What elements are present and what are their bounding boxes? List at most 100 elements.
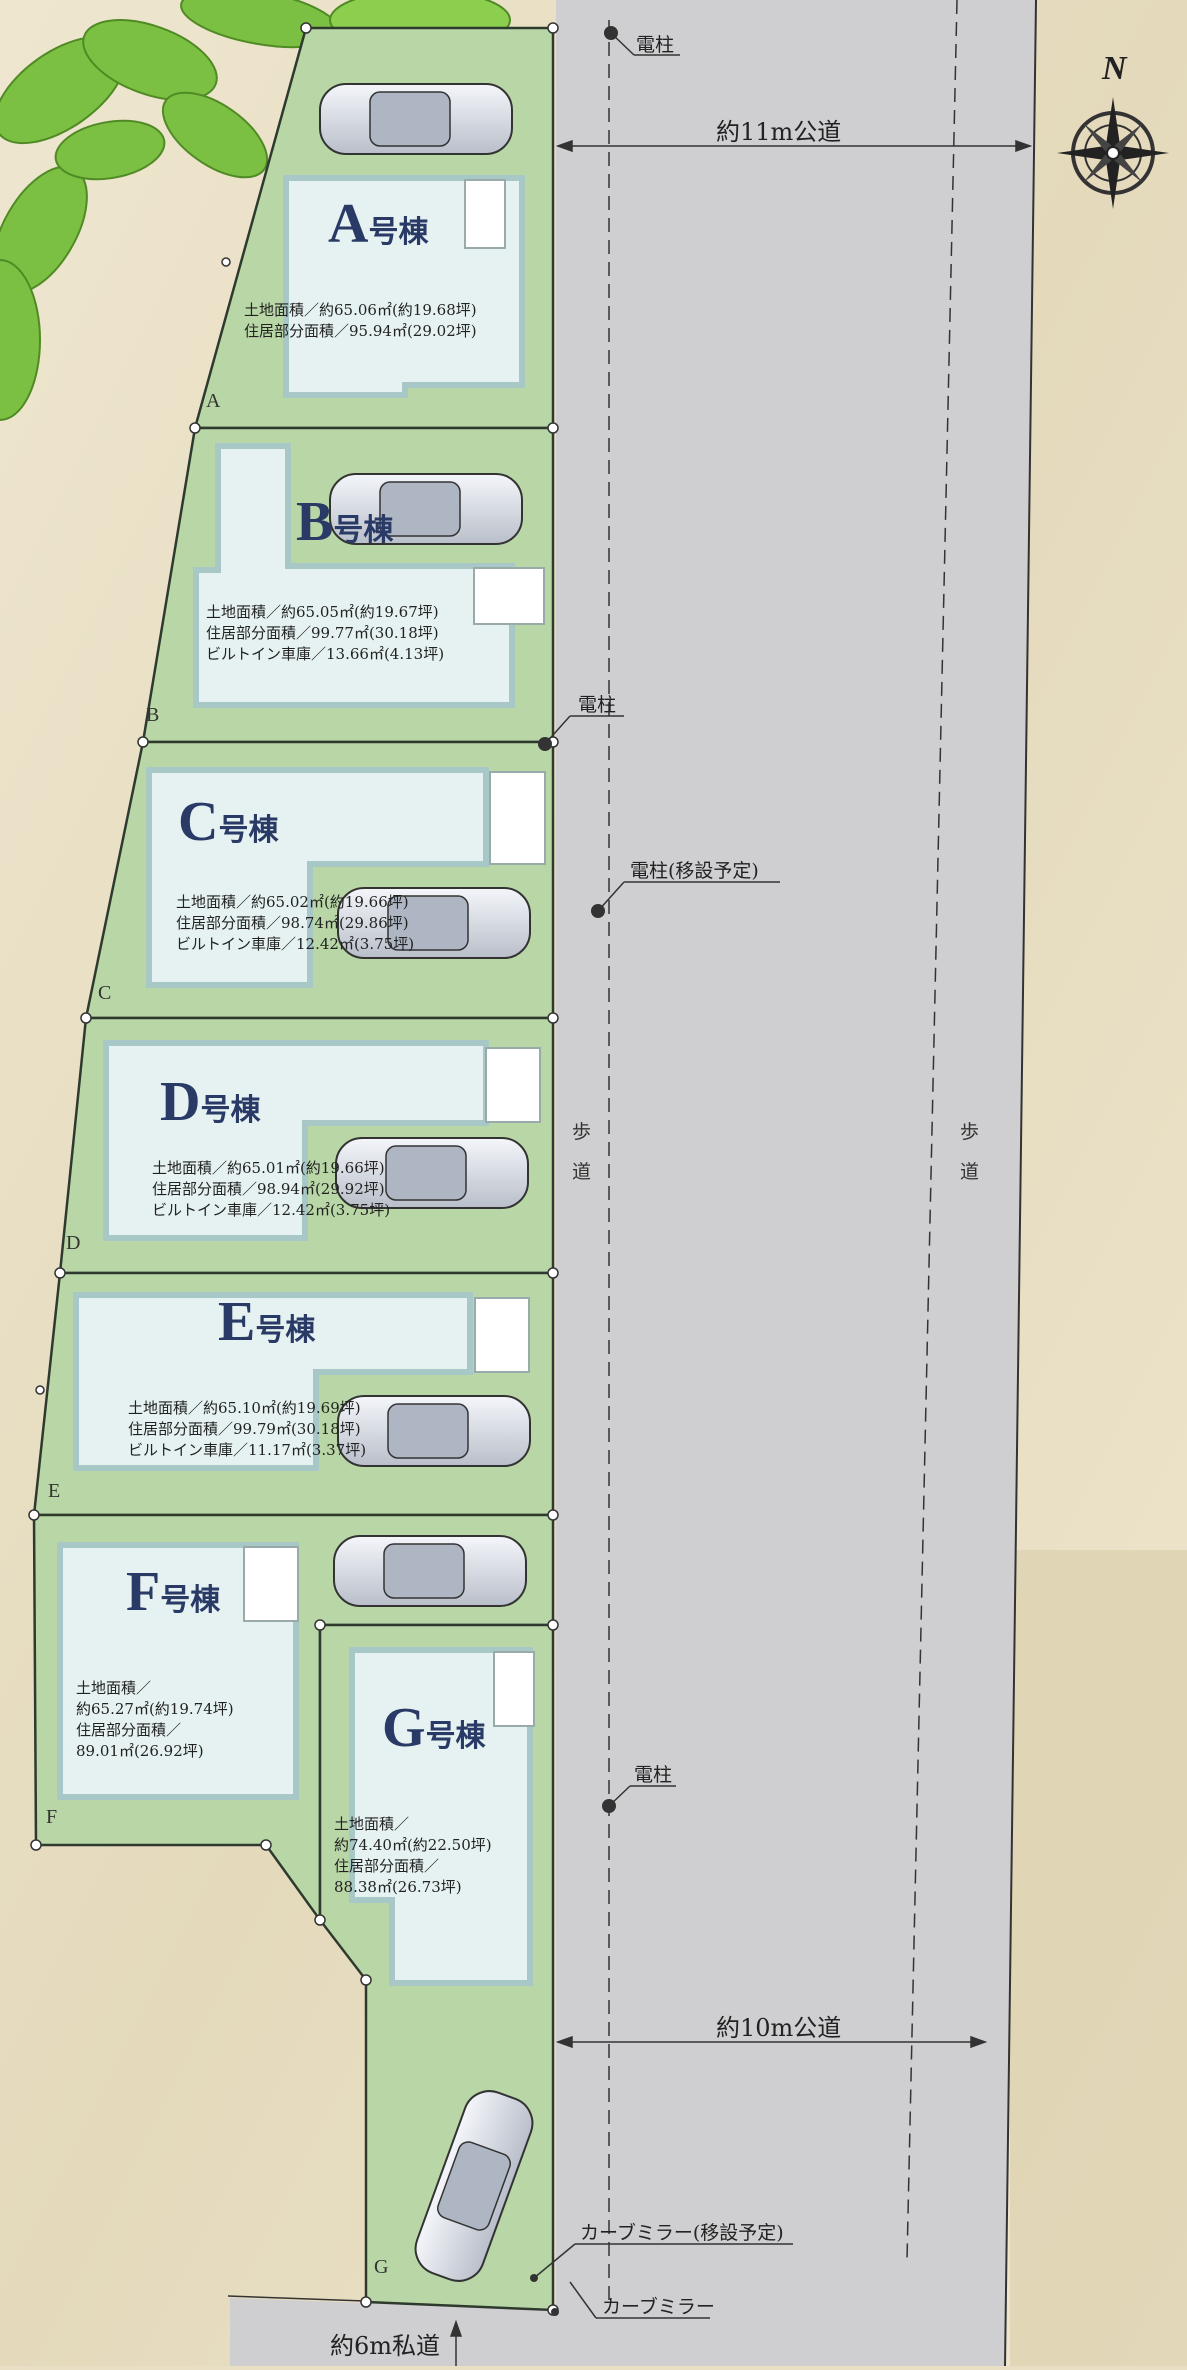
lot-info-d: 土地面積／約65.01㎡(約19.66坪) 住居部分面積／98.94㎡(29.9… <box>152 1158 390 1221</box>
sidewalk-char: 歩 <box>572 1121 592 1143</box>
info-line: 土地面積／約65.02㎡(約19.66坪) <box>176 893 409 911</box>
lot-info-g: 土地面積／ 約74.40㎡(約22.50坪) 住居部分面積／ 88.38㎡(26… <box>334 1814 492 1898</box>
info-line: 住居部分面積／99.79㎡(30.18坪) <box>128 1420 361 1438</box>
dimension-lines <box>449 139 1033 2366</box>
building-g <box>349 1647 533 1986</box>
building-suffix: 号棟 <box>255 1314 316 1347</box>
building-suffix: 号棟 <box>333 514 394 547</box>
building-suffix: 号棟 <box>218 814 279 847</box>
building-letter: F <box>126 1561 161 1623</box>
building-d <box>103 1040 489 1241</box>
paper-texture <box>1010 1550 1187 2366</box>
lot-letter-c: C <box>98 982 112 1004</box>
building-suffix: 号棟 <box>160 1584 221 1617</box>
building-title-a: A号棟 <box>328 192 428 256</box>
building-letter: D <box>160 1071 201 1133</box>
pole-label-top: 電柱 <box>636 34 675 56</box>
sidewalk-char: 道 <box>572 1161 592 1183</box>
info-line: 約65.27㎡(約19.74坪) <box>76 1700 234 1718</box>
info-line: 89.01㎡(26.92坪) <box>76 1742 204 1760</box>
pole-label-mid: 電柱 <box>578 694 617 716</box>
mirror-label-existing: カーブミラー <box>602 2296 715 2318</box>
mirror-icon <box>551 2308 559 2316</box>
car-e <box>337 1395 531 1467</box>
building-suffix: 号棟 <box>425 1720 486 1753</box>
road-width-label-top: 約11m公道 <box>716 118 842 146</box>
info-line: 土地面積／ <box>334 1815 410 1833</box>
building-f <box>57 1542 299 1800</box>
car-f <box>333 1535 527 1607</box>
sidewalk-char: 歩 <box>960 1121 980 1143</box>
building-letter: E <box>218 1291 256 1353</box>
lot-info-b: 土地面積／約65.05㎡(約19.67坪) 住居部分面積／99.77㎡(30.1… <box>206 602 444 665</box>
lot-info-a: 土地面積／約65.06㎡(約19.68坪) 住居部分面積／95.94㎡(29.0… <box>244 300 477 342</box>
info-line: 住居部分面積／99.77㎡(30.18坪) <box>206 624 439 642</box>
info-line: 住居部分面積／98.94㎡(29.92坪) <box>152 1180 385 1198</box>
building-title-c: C号棟 <box>178 790 278 854</box>
info-line: 約74.40㎡(約22.50坪) <box>334 1836 492 1854</box>
sidewalk-line-right <box>906 0 958 2261</box>
info-line: 土地面積／約65.05㎡(約19.67坪) <box>206 603 439 621</box>
utility-poles <box>530 26 793 2319</box>
building-letter: B <box>296 491 334 553</box>
lot-letter-g: G <box>374 2256 389 2278</box>
compass-north-label: N <box>1102 50 1127 87</box>
lot-letter-f: F <box>46 1806 58 1828</box>
building-c <box>146 767 489 988</box>
building-title-d: D号棟 <box>160 1070 260 1134</box>
lot-info-f: 土地面積／ 約65.27㎡(約19.74坪) 住居部分面積／ 89.01㎡(26… <box>76 1678 234 1762</box>
parking-cars <box>319 83 534 2282</box>
info-line: ビルトイン車庫／13.66㎡(4.13坪) <box>206 645 445 663</box>
meter-boxes <box>243 179 546 1727</box>
car-c <box>337 887 531 959</box>
lot-letter-e: E <box>48 1480 61 1502</box>
private-road-label: 約6m私道 <box>330 2332 441 2360</box>
building-a <box>283 175 525 398</box>
lot-info-e: 土地面積／約65.10㎡(約19.69坪) 住居部分面積／99.79㎡(30.1… <box>128 1398 366 1461</box>
boundary-markers <box>28 22 559 2316</box>
building-letter: A <box>328 193 369 255</box>
lot-letter-b: B <box>146 704 160 726</box>
lot-info-c: 土地面積／約65.02㎡(約19.66坪) 住居部分面積／98.74㎡(29.8… <box>176 892 414 955</box>
info-line: 土地面積／約65.06㎡(約19.68坪) <box>244 301 477 319</box>
road-width-label-bottom: 約10m公道 <box>716 2014 842 2042</box>
sidewalk-label-left: 歩道 <box>572 1112 592 1192</box>
road-edge-line <box>1004 0 1037 2367</box>
car-b <box>329 473 523 545</box>
compass-rose-icon <box>1057 97 1169 209</box>
building-footprints <box>57 175 533 1986</box>
lot-letter-d: D <box>66 1232 81 1254</box>
info-line: 88.38㎡(26.73坪) <box>334 1878 462 1896</box>
building-title-f: F号棟 <box>126 1560 220 1624</box>
car-a <box>319 83 513 155</box>
info-line: 住居部分面積／ <box>334 1857 440 1875</box>
pole-label-lower: 電柱 <box>634 1764 673 1786</box>
sidewalk-char: 道 <box>960 1161 980 1183</box>
building-suffix: 号棟 <box>368 216 429 249</box>
building-suffix: 号棟 <box>200 1094 261 1127</box>
car-d <box>335 1137 529 1209</box>
building-title-g: G号棟 <box>382 1696 486 1760</box>
sidewalk-label-right: 歩道 <box>960 1112 980 1192</box>
info-line: 土地面積／約65.10㎡(約19.69坪) <box>128 1399 361 1417</box>
info-line: ビルトイン車庫／12.42㎡(3.75坪) <box>176 935 415 953</box>
building-b <box>193 443 515 708</box>
info-line: 住居部分面積／98.74㎡(29.86坪) <box>176 914 409 932</box>
info-line: 土地面積／約65.01㎡(約19.66坪) <box>152 1159 385 1177</box>
pole-label-relocate: 電柱(移設予定) <box>630 860 759 882</box>
private-road <box>230 2298 556 2366</box>
building-title-e: E号棟 <box>218 1290 315 1354</box>
lot-letter-a: A <box>206 390 221 412</box>
info-line: ビルトイン車庫／12.42㎡(3.75坪) <box>152 1201 391 1219</box>
building-letter: C <box>178 791 219 853</box>
mirror-label-relocate: カーブミラー(移設予定) <box>580 2222 784 2244</box>
info-line: 土地面積／ <box>76 1679 152 1697</box>
info-line: 住居部分面積／95.94㎡(29.02坪) <box>244 322 477 340</box>
building-title-b: B号棟 <box>296 490 393 554</box>
public-road <box>556 0 1036 2366</box>
building-letter: G <box>382 1697 426 1759</box>
building-e <box>73 1292 473 1471</box>
car-g <box>414 2090 534 2282</box>
